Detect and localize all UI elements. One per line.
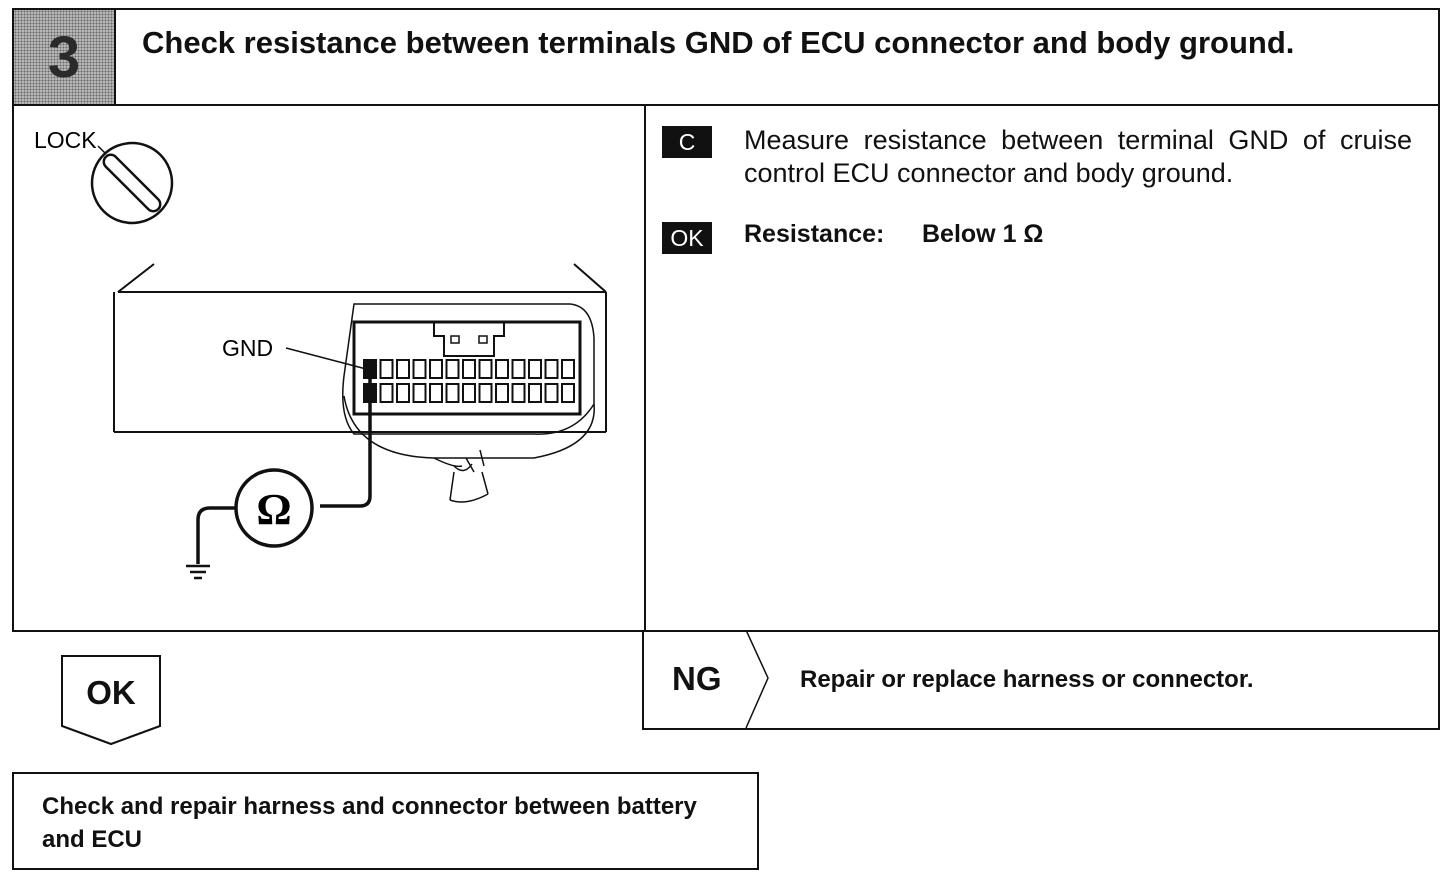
step-header: 3 Check resistance between terminals GND… bbox=[12, 8, 1440, 106]
ng-action: Repair or replace harness or connector. bbox=[800, 666, 1254, 693]
step-number: 3 bbox=[47, 24, 81, 90]
connector-pin bbox=[379, 359, 394, 379]
connector-pin bbox=[445, 359, 460, 379]
connector-pin bbox=[495, 383, 509, 403]
ng-arrow-icon bbox=[745, 630, 769, 728]
step-body: LOCK bbox=[12, 106, 1440, 632]
connector-pin bbox=[379, 383, 394, 403]
connector-pin bbox=[511, 383, 526, 403]
column-divider bbox=[644, 106, 646, 630]
spec-label: Resistance: bbox=[744, 220, 885, 248]
ok-arrow-icon bbox=[61, 655, 161, 746]
connector-pin bbox=[412, 383, 427, 403]
connector-pin bbox=[478, 359, 493, 379]
instruction-text: Measure resistance between terminal GND … bbox=[744, 125, 1412, 188]
connector-pin bbox=[495, 359, 509, 379]
resistance-spec: Resistance: Below 1 Ω bbox=[744, 220, 1404, 249]
next-step-box: Check and repair harness and connector b… bbox=[12, 772, 759, 870]
connector-pin bbox=[445, 383, 460, 403]
ok-badge: OK bbox=[662, 222, 712, 254]
ohm-symbol: Ω bbox=[256, 485, 291, 534]
ng-branch: NG Repair or replace harness or connecto… bbox=[642, 630, 1440, 730]
next-step-text: Check and repair harness and connector b… bbox=[42, 793, 697, 853]
ignition-lock-icon bbox=[90, 141, 174, 225]
step-title: Check resistance between terminals GND o… bbox=[142, 25, 1295, 60]
ground-symbol-icon bbox=[186, 564, 210, 580]
connector-pin bbox=[511, 359, 526, 379]
procedure-badge-c: C bbox=[662, 126, 712, 158]
ok-branch: OK bbox=[60, 654, 164, 751]
gnd-label: GND bbox=[222, 335, 273, 361]
connector-pin bbox=[462, 359, 476, 379]
connector-pin bbox=[528, 359, 542, 379]
connector-pin bbox=[544, 359, 559, 379]
ng-label: NG bbox=[672, 660, 722, 697]
connector-pin bbox=[544, 383, 559, 403]
connector-pin bbox=[429, 383, 443, 403]
spec-value: Below 1 Ω bbox=[922, 220, 1044, 248]
step-number-cell: 3 bbox=[14, 10, 116, 104]
connector-pin bbox=[528, 383, 542, 403]
connector-pin bbox=[478, 383, 493, 403]
connector-pin bbox=[396, 383, 410, 403]
connector-pin bbox=[412, 359, 427, 379]
connector-icon bbox=[342, 303, 595, 503]
lock-label: LOCK bbox=[34, 127, 97, 153]
ohmmeter-icon: Ω bbox=[234, 468, 314, 548]
ok-label: OK bbox=[86, 674, 136, 711]
connector-pin bbox=[429, 359, 443, 379]
connector-pin bbox=[462, 383, 476, 403]
connector-pin bbox=[561, 383, 575, 403]
connector-pin bbox=[396, 359, 410, 379]
connector-pin bbox=[561, 359, 575, 379]
ecu-connector-diagram: LOCK bbox=[34, 127, 607, 580]
